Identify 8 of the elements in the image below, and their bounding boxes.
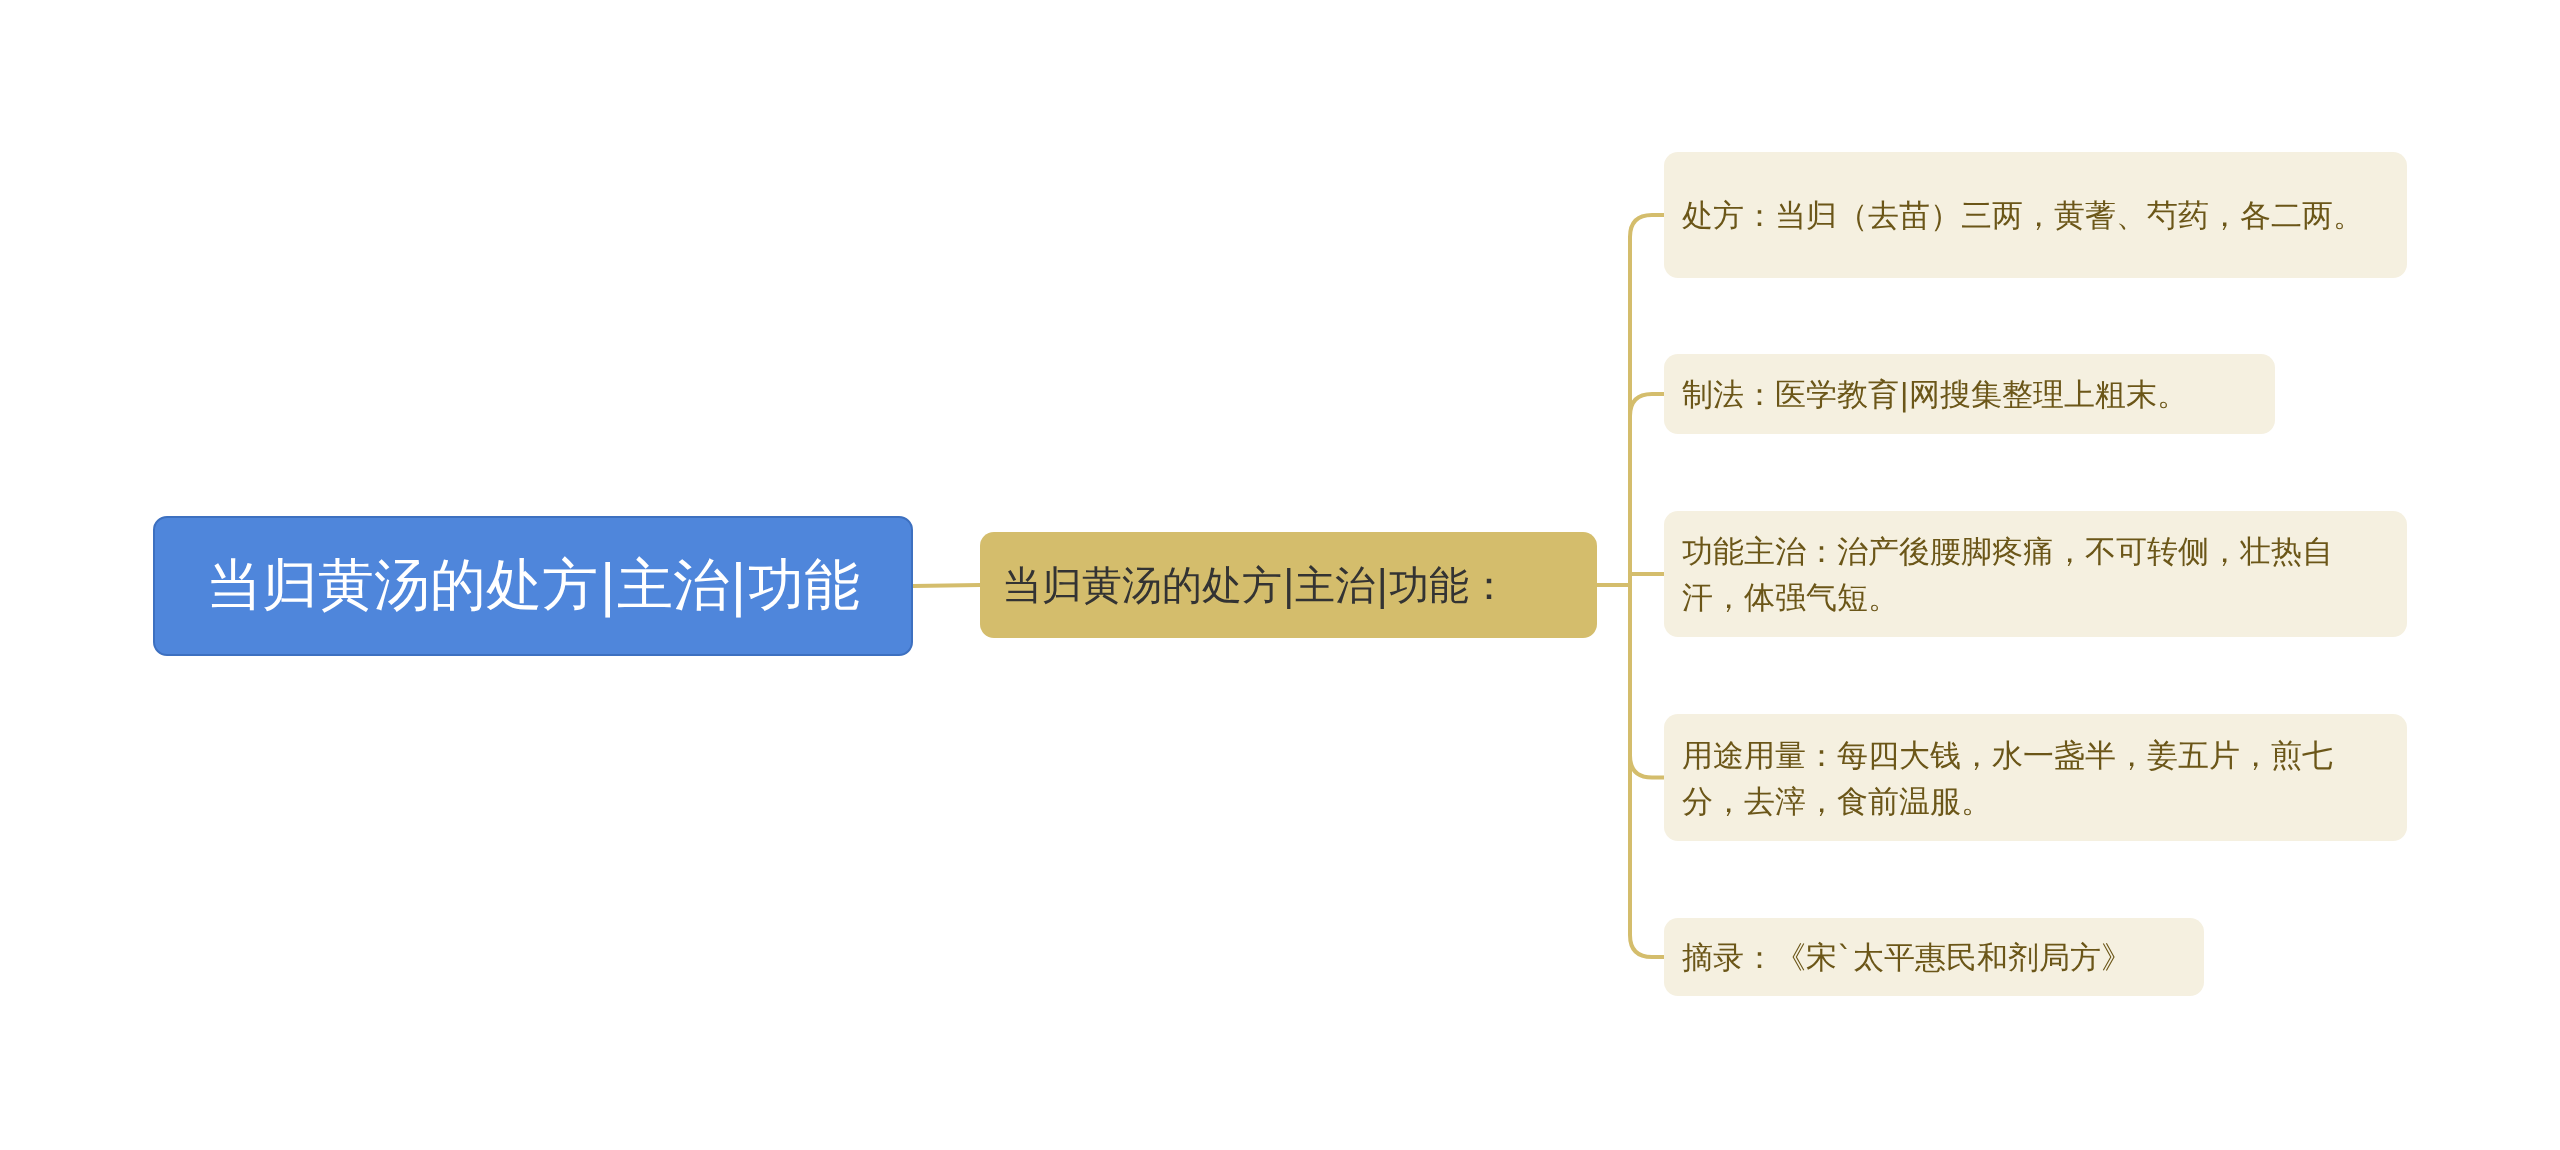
- topic-card: 用途用量：每四大钱，水一盏半，姜五片，煎七分，去滓，食前温服。: [1664, 714, 2407, 841]
- topic-card: 摘录：《宋`太平惠民和剂局方》: [1664, 918, 2204, 996]
- connector-line: [912, 583, 981, 588]
- topic-box: 当归黄汤的处方|主治|功能: [153, 516, 913, 656]
- topic-card: 功能主治：治产後腰脚疼痛，不可转侧，壮热自汗，体强气短。: [1664, 511, 2407, 637]
- subtopic-box: 当归黄汤的处方|主治|功能：: [980, 532, 1597, 638]
- topic-card: 制法：医学教育|网搜集整理上粗末。: [1664, 354, 2275, 434]
- topic-card: 处方：当归（去苗）三两，黄蓍、芍药，各二两。: [1664, 152, 2407, 278]
